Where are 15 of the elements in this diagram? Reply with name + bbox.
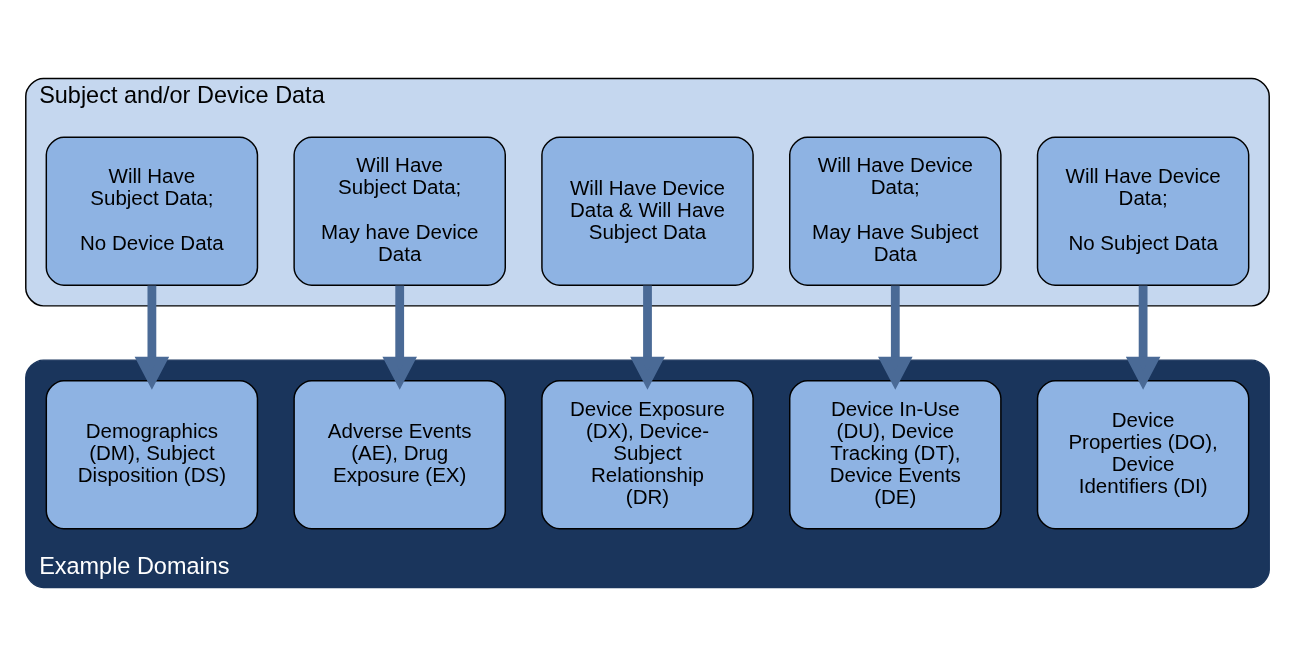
node-box: Demographics (DM), Subject Disposition (DS) <box>45 379 259 530</box>
node-box: Adverse Events (AE), Drug Exposure (EX) <box>293 379 506 530</box>
arrow <box>878 285 913 390</box>
node-box: Device Properties (DO), Device Identifiers (DI) <box>1036 379 1250 530</box>
node-box: Will Have Device Data; No Subject Data <box>1036 136 1250 287</box>
arrow <box>1125 285 1161 390</box>
node-box: Device In-Use (DU), Device Tracking (DT), Device Events (DE) <box>789 379 1002 530</box>
node-box: Will Have Subject Data; May have Device Data <box>293 136 506 287</box>
node-box: Device Exposure (DX), Device-Subject Relationship (DR) <box>541 379 754 530</box>
arrow <box>134 285 170 390</box>
arrow <box>630 285 665 390</box>
node-box: Will Have Device Data; May Have Subject Data <box>789 136 1002 287</box>
node-box: Will Have Device Data & Will Have Subject Data <box>541 136 754 287</box>
arrow <box>382 285 417 390</box>
node-box: Will Have Subject Data; No Device Data <box>45 136 259 287</box>
